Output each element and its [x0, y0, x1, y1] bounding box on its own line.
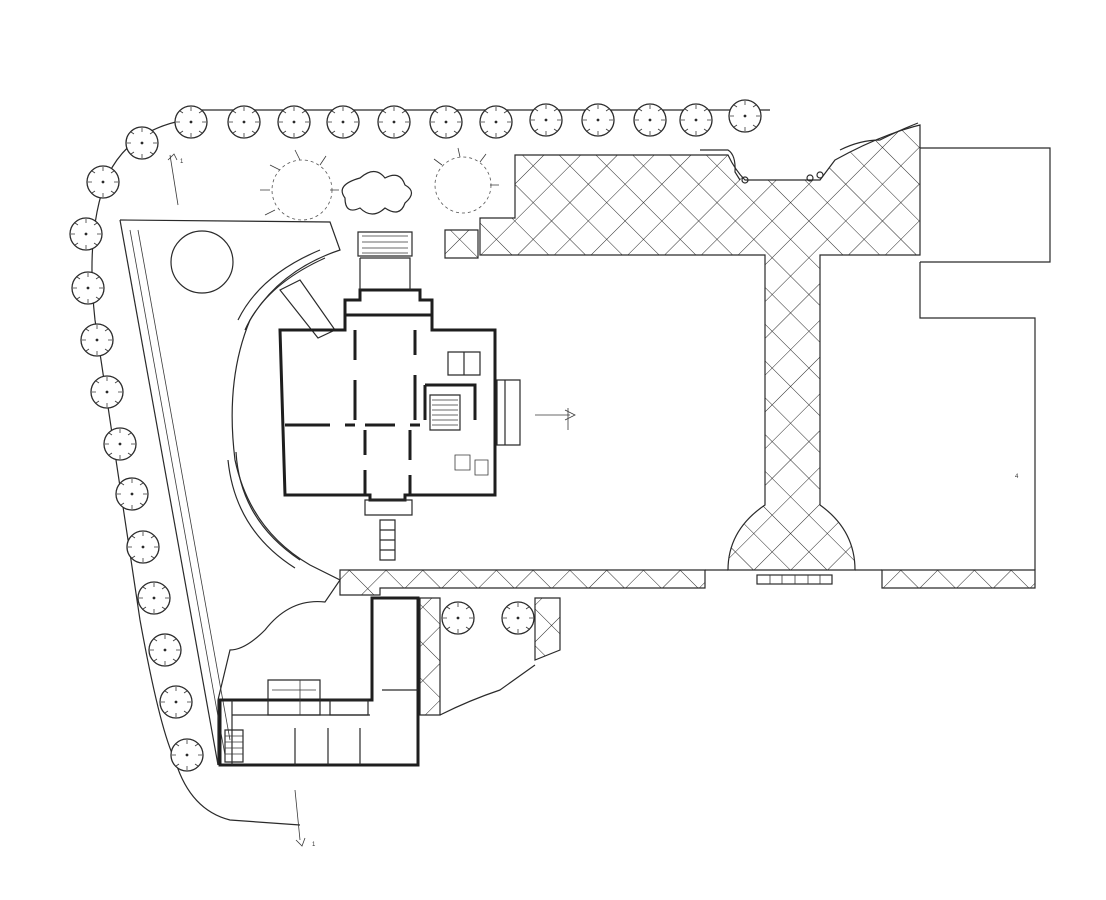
tree-icon: [581, 103, 615, 137]
tree-icon: [103, 427, 137, 461]
tree-icon: [529, 103, 563, 137]
section-marker-right: 4: [1015, 474, 1019, 480]
marker-label: 1: [312, 842, 316, 848]
tree-icon: [126, 530, 160, 564]
tree-icon: [159, 685, 193, 719]
tree-icon: [90, 375, 124, 409]
main-house: [278, 231, 521, 561]
paved-terrace: [339, 124, 1036, 716]
tree-icon: [71, 271, 105, 305]
south-wing: [218, 596, 420, 767]
section-marker: [535, 408, 576, 430]
tree-icon: [174, 105, 208, 139]
tree-icon: [115, 477, 149, 511]
tree-icon: [137, 581, 171, 615]
tree-icon: [441, 601, 475, 635]
tree-icon: [633, 103, 667, 137]
tree-icon: [80, 323, 114, 357]
tree-icon: [170, 738, 204, 772]
marker-label: 4: [1015, 474, 1019, 480]
round-pool: [170, 230, 234, 294]
parterre: [260, 147, 499, 221]
tree-icon: [377, 105, 411, 139]
tree-row-top: [174, 99, 762, 139]
fence-details: [700, 122, 919, 184]
tree-icon: [227, 105, 261, 139]
tree-icon: [501, 601, 535, 635]
tree-icon: [429, 105, 463, 139]
tree-icon: [277, 105, 311, 139]
bench: [756, 574, 833, 585]
courtyard-trees: [441, 601, 535, 635]
tree-icon: [728, 99, 762, 133]
tree-icon: [479, 105, 513, 139]
west-lawn: [119, 219, 341, 766]
tree-icon: [326, 105, 360, 139]
north-marker-bottom: 1: [294, 789, 316, 848]
tree-icon: [69, 217, 103, 251]
tree-icon: [86, 165, 120, 199]
marker-label: 1: [180, 159, 184, 165]
tree-icon: [125, 126, 159, 160]
tree-row-left: [69, 126, 204, 772]
tree-icon: [679, 103, 713, 137]
tree-icon: [148, 633, 182, 667]
north-marker-top: 1: [167, 153, 184, 206]
